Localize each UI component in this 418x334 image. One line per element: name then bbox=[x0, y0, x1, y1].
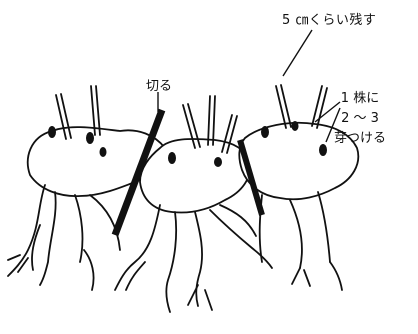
bud bbox=[261, 126, 269, 138]
bud bbox=[100, 147, 107, 157]
label-buds-line-3: 芽つける bbox=[334, 129, 386, 149]
bud bbox=[214, 157, 222, 167]
stem-right-1 bbox=[276, 85, 291, 128]
bud bbox=[168, 152, 176, 164]
label-cut: 切る bbox=[146, 75, 172, 94]
bud bbox=[292, 121, 299, 131]
label-buds-per-division: 1 株に 2 〜 3 芽つける bbox=[334, 89, 386, 149]
label-stem-length: 5 ㎝くらい残す bbox=[282, 9, 376, 28]
stem-center-2 bbox=[208, 96, 215, 145]
leader-stem bbox=[283, 30, 312, 76]
bud bbox=[48, 126, 56, 138]
bud bbox=[86, 132, 94, 144]
label-buds-line-1: 1 株に bbox=[334, 89, 386, 109]
bud bbox=[319, 144, 327, 156]
stem-right-2 bbox=[312, 86, 327, 128]
tuber-center bbox=[115, 96, 272, 312]
label-buds-line-2: 2 〜 3 bbox=[334, 109, 386, 129]
